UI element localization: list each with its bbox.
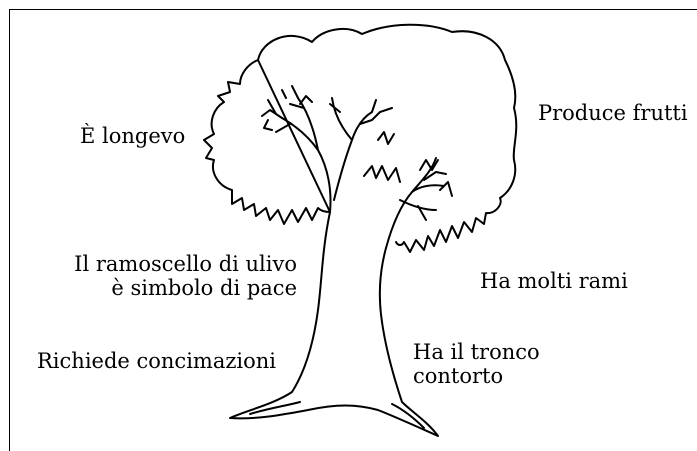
tree-root-right <box>391 403 425 429</box>
tree-branch-small <box>329 99 437 221</box>
tree-inner-foliage-right <box>419 159 453 197</box>
label-frutti-text: Produce frutti <box>538 101 688 125</box>
label-longevo: È longevo <box>80 124 185 148</box>
tree-inner-foliage-center <box>363 131 401 183</box>
tree-canopy <box>203 23 518 253</box>
tree-branch-left-fork <box>261 99 291 133</box>
tree-branch-right-upper <box>411 171 447 193</box>
label-concimazioni: Richiede concimazioni <box>37 349 276 373</box>
frame-left-border <box>9 9 10 451</box>
label-rami: Ha molti rami <box>480 269 628 293</box>
label-tronco-line2: contorto <box>413 364 504 388</box>
tree-trunk <box>229 211 439 437</box>
label-concimazioni-text: Richiede concimazioni <box>37 349 277 373</box>
tree-inner-foliage-left <box>263 89 313 131</box>
tree-branch-left-upper <box>289 85 319 151</box>
label-ramoscello-line2: è simbolo di pace <box>111 276 297 300</box>
tree-branch-center <box>331 97 381 201</box>
label-rami-text: Ha molti rami <box>480 269 628 293</box>
tree-root-left <box>249 401 301 415</box>
frame-top-border <box>9 9 697 10</box>
label-ramoscello: Il ramoscello di ulivo è simbolo di pace <box>22 252 297 300</box>
label-frutti: Produce frutti <box>538 101 688 125</box>
label-tronco: Ha il tronco contorto <box>413 340 540 388</box>
label-longevo-text: È longevo <box>80 124 186 148</box>
label-ramoscello-line1: Il ramoscello di ulivo <box>74 252 297 276</box>
label-tronco-line1: Ha il tronco <box>413 340 540 364</box>
